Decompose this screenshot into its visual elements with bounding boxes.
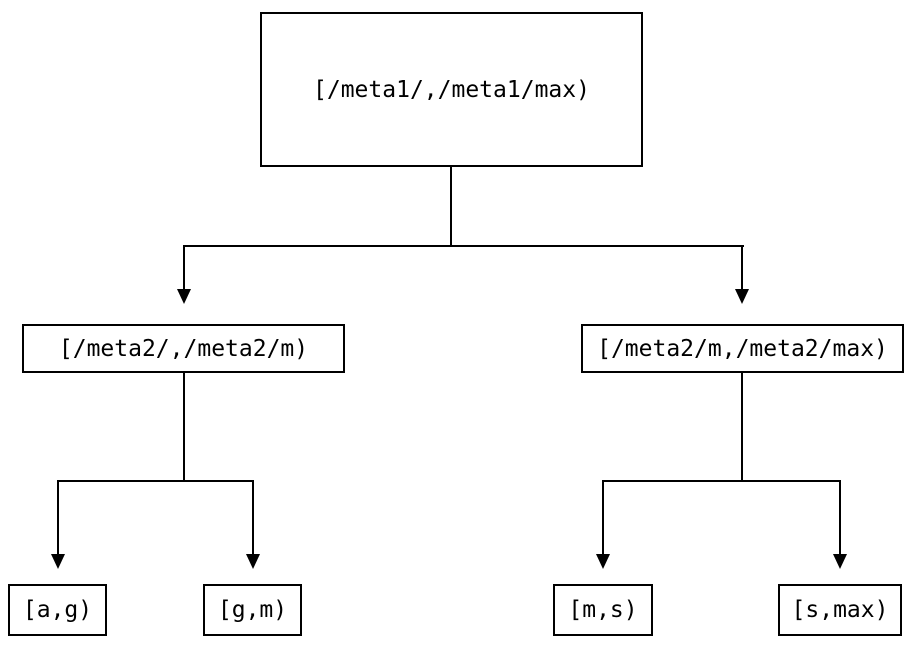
connector-left-crossbar [57,480,254,482]
connector-left-node-stem [183,373,185,481]
leaf-node-m-s: [m,s) [553,584,653,636]
leaf-node-s-max: [s,max) [778,584,902,636]
arrowhead-down-icon [177,289,191,304]
connector-to-leaf-m-s [602,480,604,556]
connector-to-right-node [741,245,743,291]
connector-to-leaf-s-max [839,480,841,556]
connector-root-stem [450,167,452,246]
leaf-node-a-g: [a,g) [8,584,107,636]
node-meta2-right-interval: [/meta2/m,/meta2/max) [581,324,904,373]
node-meta2-left-interval: [/meta2/,/meta2/m) [22,324,345,373]
connector-to-leaf-a-g [57,480,59,556]
connector-to-left-node [183,245,185,291]
arrowhead-down-icon [51,554,65,569]
arrowhead-down-icon [833,554,847,569]
connector-level1-crossbar [183,245,744,247]
arrowhead-down-icon [596,554,610,569]
leaf-node-g-m: [g,m) [203,584,302,636]
arrowhead-down-icon [246,554,260,569]
node-root-interval: [/meta1/,/meta1/max) [260,12,643,167]
connector-to-leaf-g-m [252,480,254,556]
arrowhead-down-icon [735,289,749,304]
connector-right-node-stem [741,373,743,481]
connector-right-crossbar [602,480,841,482]
